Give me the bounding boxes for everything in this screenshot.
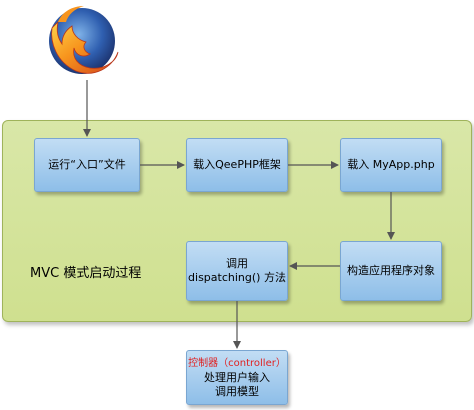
step-controller-line2: 调用模型 [215,384,259,398]
step-load-myapp: 载入 MyApp.php [340,138,442,192]
step-call-dispatching: 调用 dispatching() 方法 [186,241,288,301]
step-load-framework-label: 载入QeePHP框架 [193,158,281,171]
step-run-entry-file-label: 运行“入口”文件 [48,158,126,171]
step-call-dispatching-line1: 调用 [226,257,248,270]
step-run-entry-file: 运行“入口”文件 [34,138,140,192]
step-controller: 控制器（controller） 处理用户输入 调用模型 [186,350,288,405]
controller-label: 控制器（controller） [188,357,286,369]
firefox-logo-icon [49,6,119,74]
step-build-app-object: 构造应用程序对象 [340,241,442,301]
step-load-framework: 载入QeePHP框架 [186,138,288,192]
step-load-myapp-label: 载入 MyApp.php [347,158,435,171]
step-call-dispatching-line2: dispatching() 方法 [188,271,286,284]
step-controller-line1: 处理用户输入 [204,370,270,384]
step-build-app-object-label: 构造应用程序对象 [347,264,435,277]
diagram-title: MVC 模式启动过程 [30,266,142,281]
